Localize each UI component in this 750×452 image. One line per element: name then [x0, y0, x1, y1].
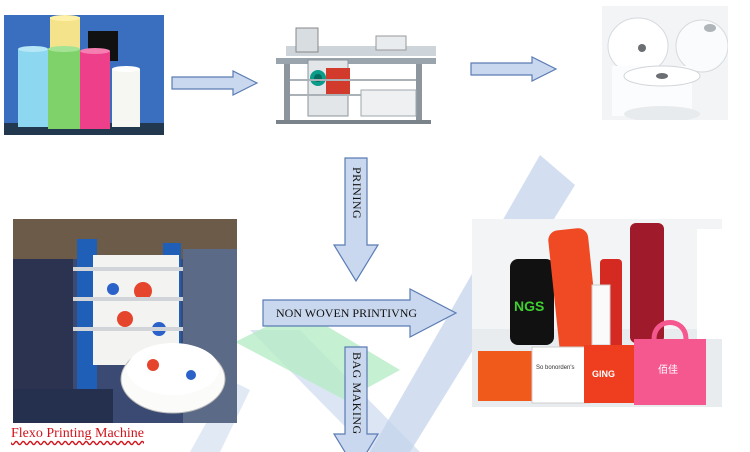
bag-making-label: BAG MAKING: [350, 352, 364, 435]
white-rolls-photo: [602, 6, 728, 120]
printed-bags-illustration: NGS So bonorden's GING 佰佳: [472, 219, 722, 407]
non-woven-label: NON WOVEN PRINTIVNG: [276, 306, 418, 320]
flow-arrow-down-1: [333, 157, 379, 283]
printing-label: PRINING: [350, 167, 364, 220]
flow-arrow-2: [470, 56, 558, 82]
slitting-machine-illustration: [266, 20, 441, 130]
flexo-caption: Flexo Printing Machine: [11, 426, 144, 441]
bag-text-1: GING: [592, 369, 615, 379]
flow-arrow-down-2: [333, 346, 379, 452]
bag-text-2: So bonorden's: [536, 365, 575, 371]
colored-rolls-illustration: [4, 15, 164, 135]
colored-rolls-photo: [4, 15, 164, 135]
tube-text: NGS: [514, 298, 544, 314]
white-rolls-illustration: [602, 6, 728, 120]
flexo-machine-photo: [13, 219, 237, 423]
bag-text-3: 佰佳: [658, 363, 678, 376]
flow-arrow-3: [262, 288, 458, 338]
flexo-machine-illustration: [13, 219, 237, 423]
printed-bags-photo: NGS So bonorden's GING 佰佳: [472, 219, 722, 407]
flow-arrow-1: [171, 70, 259, 96]
slitting-machine-photo: [266, 20, 441, 130]
